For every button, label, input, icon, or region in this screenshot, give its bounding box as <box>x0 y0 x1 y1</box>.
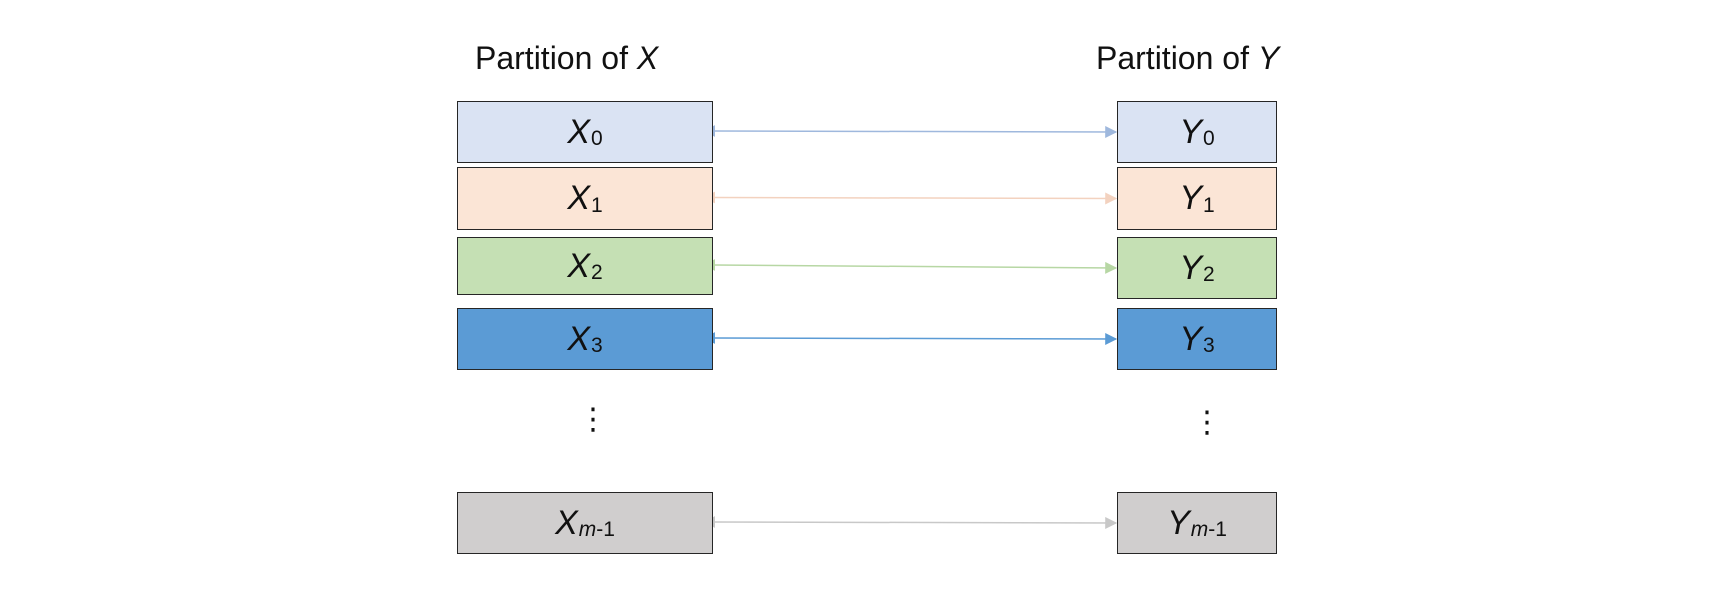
partition-y-ellipsis: ⋮ <box>1192 406 1222 439</box>
block-subscript-m: m <box>1190 518 1209 541</box>
block-subscript: 1 <box>1203 193 1215 217</box>
connector-arrow-1 <box>703 191 1118 205</box>
block-var: Y <box>1179 248 1202 287</box>
partition-y-title: Partition of Y <box>1096 40 1279 77</box>
block-var: X <box>567 319 590 358</box>
block-subscript-rest: -1 <box>596 518 615 541</box>
block-subscript: 2 <box>591 261 603 284</box>
block-subscript: 1 <box>591 193 603 217</box>
connector-arrow-3 <box>703 332 1118 345</box>
block-subscript: 3 <box>1203 334 1215 357</box>
block-var: X <box>555 503 578 542</box>
block-subscript-rest: -1 <box>1208 518 1227 541</box>
block-var: X <box>567 112 590 151</box>
block-var: Y <box>1167 503 1190 542</box>
partition-x-ellipsis: ⋮ <box>578 403 608 436</box>
block-subscript: 0 <box>591 127 603 150</box>
connector-arrow-2 <box>703 259 1118 274</box>
block-subscript: 2 <box>1203 263 1215 286</box>
block-subscript-m: m <box>578 518 597 541</box>
connector-arrow-0 <box>703 125 1118 138</box>
block-var: Y <box>1179 319 1202 358</box>
partition-x-title-var: X <box>636 40 659 76</box>
block-subscript: 3 <box>591 334 603 357</box>
partition-x-title: Partition of X <box>475 40 658 77</box>
partition-y-title-prefix: Partition of <box>1096 40 1258 76</box>
partition-x-title-prefix: Partition of <box>475 40 637 76</box>
block-var: X <box>567 246 590 285</box>
block-subscript: 0 <box>1203 127 1215 150</box>
connector-arrow-4 <box>703 516 1118 529</box>
block-var: Y <box>1179 112 1202 151</box>
partition-y-title-var: Y <box>1257 40 1280 76</box>
block-var: X <box>567 179 590 217</box>
block-var: Y <box>1179 179 1202 217</box>
